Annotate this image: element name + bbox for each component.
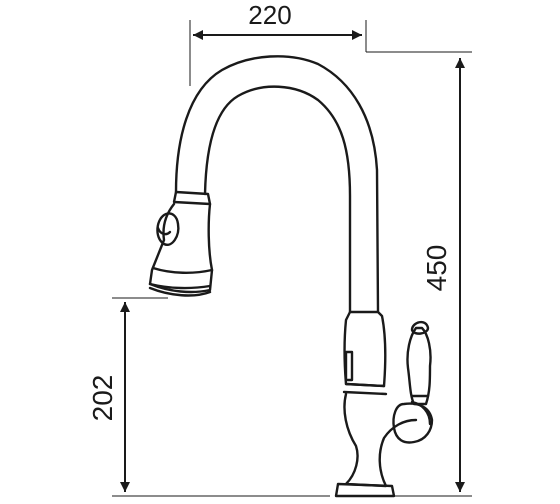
height-dimension	[366, 51, 472, 497]
mixer-body	[343, 392, 418, 488]
spray-button-icon	[156, 212, 180, 246]
lever-knob	[410, 320, 430, 335]
spout-outer-edge	[174, 55, 380, 314]
body-window-icon	[344, 350, 354, 382]
faucet	[148, 55, 434, 498]
body-band	[342, 390, 388, 396]
height-label: 450	[421, 245, 452, 292]
lever-handle	[406, 326, 432, 406]
faucet-base	[334, 482, 396, 498]
spout-height-label: 202	[87, 375, 118, 422]
body-upper-ring	[344, 382, 386, 388]
spray-head-body	[148, 202, 214, 294]
spray-button-inner	[156, 226, 172, 236]
width-label: 220	[248, 0, 291, 30]
spray-head-rim-1	[151, 266, 214, 274]
spray-head-collar	[172, 190, 212, 206]
cartridge-cap	[392, 402, 434, 444]
spout-height-dimension	[112, 297, 330, 497]
spout-inner-edge	[203, 85, 352, 314]
width-dimension	[189, 20, 367, 86]
spray-head-face	[148, 286, 212, 297]
body-upper	[343, 310, 387, 388]
spray-head-rim-2	[148, 282, 212, 290]
